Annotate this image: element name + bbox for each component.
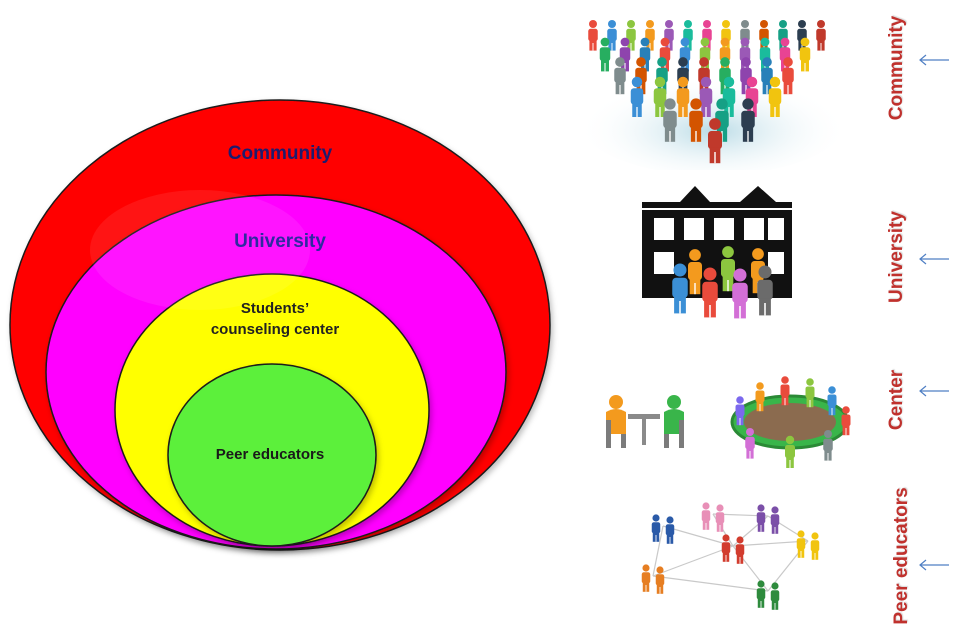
arrow-left-icon bbox=[919, 559, 949, 571]
person-figure bbox=[645, 20, 655, 51]
person-figure bbox=[722, 76, 736, 117]
peer-educators-side-label: Peer educators bbox=[891, 487, 912, 625]
one-to-one-counseling bbox=[606, 395, 684, 448]
person-figure bbox=[756, 580, 766, 608]
person-figure bbox=[701, 502, 711, 530]
person-figure bbox=[663, 98, 677, 142]
arrow-left-icon bbox=[919, 385, 949, 397]
university-circle-label: University bbox=[234, 231, 326, 252]
person-figure bbox=[732, 268, 748, 319]
person-figure bbox=[782, 57, 794, 95]
community-side-label: Community bbox=[886, 15, 907, 121]
person-figure bbox=[768, 76, 782, 117]
person-figure bbox=[651, 514, 661, 542]
person-figure bbox=[735, 536, 745, 564]
peer-educators-circle-label: Peer educators bbox=[215, 446, 325, 463]
person-figure bbox=[785, 435, 795, 468]
peer-network-illustration bbox=[641, 502, 820, 610]
person-figure bbox=[708, 118, 722, 164]
person-figure bbox=[676, 76, 690, 117]
person-figure bbox=[614, 57, 626, 95]
nested-circles-diagram bbox=[9, 99, 551, 551]
person-figure bbox=[796, 530, 806, 558]
center-side-label: Center bbox=[886, 369, 907, 431]
person-figure bbox=[827, 386, 837, 416]
person-figure bbox=[588, 20, 598, 51]
person-figure bbox=[688, 249, 702, 295]
person-figure bbox=[665, 516, 675, 544]
community-circle-label: Community bbox=[227, 143, 333, 164]
person-figure bbox=[816, 20, 826, 51]
person-figure bbox=[689, 98, 703, 142]
person-figure bbox=[655, 566, 665, 594]
person-figure bbox=[770, 506, 780, 534]
university-side-label: University bbox=[886, 211, 907, 303]
person-figure bbox=[745, 428, 755, 459]
person-figure bbox=[599, 37, 611, 72]
person-figure bbox=[745, 76, 759, 117]
person-figure bbox=[770, 582, 780, 610]
person-figure bbox=[805, 378, 815, 408]
peer-educators-circle bbox=[167, 363, 377, 547]
person-figure bbox=[721, 246, 735, 292]
person-figure bbox=[721, 534, 731, 562]
counseling-meeting-illustration bbox=[606, 376, 851, 468]
person-figure bbox=[630, 76, 644, 117]
person-figure bbox=[653, 76, 667, 117]
arrow-left-icon bbox=[919, 54, 949, 66]
person-figure bbox=[699, 76, 713, 117]
person-figure bbox=[755, 382, 765, 412]
person-figure bbox=[735, 396, 745, 426]
arrow-left-icon bbox=[919, 253, 949, 265]
person-figure bbox=[715, 504, 725, 532]
person-figure bbox=[756, 504, 766, 532]
person-figure bbox=[799, 37, 811, 72]
person-figure bbox=[619, 37, 631, 72]
person-figure bbox=[607, 20, 617, 51]
person-figure bbox=[641, 564, 651, 592]
person-figure bbox=[761, 57, 773, 95]
round-table-meeting bbox=[730, 376, 851, 468]
counseling-center-circle-label: Students’ counseling center bbox=[210, 300, 340, 338]
crowd-illustration bbox=[578, 20, 848, 170]
person-figure bbox=[757, 265, 773, 316]
person-figure bbox=[741, 98, 755, 142]
person-figure bbox=[715, 98, 729, 142]
person-figure bbox=[823, 430, 833, 461]
university-building-illustration bbox=[642, 186, 792, 319]
person-figure bbox=[780, 376, 790, 406]
person-figure bbox=[672, 263, 688, 314]
person-figure bbox=[626, 20, 636, 51]
person-figure bbox=[702, 267, 718, 318]
person-figure bbox=[810, 532, 820, 560]
person-figure bbox=[841, 406, 851, 436]
